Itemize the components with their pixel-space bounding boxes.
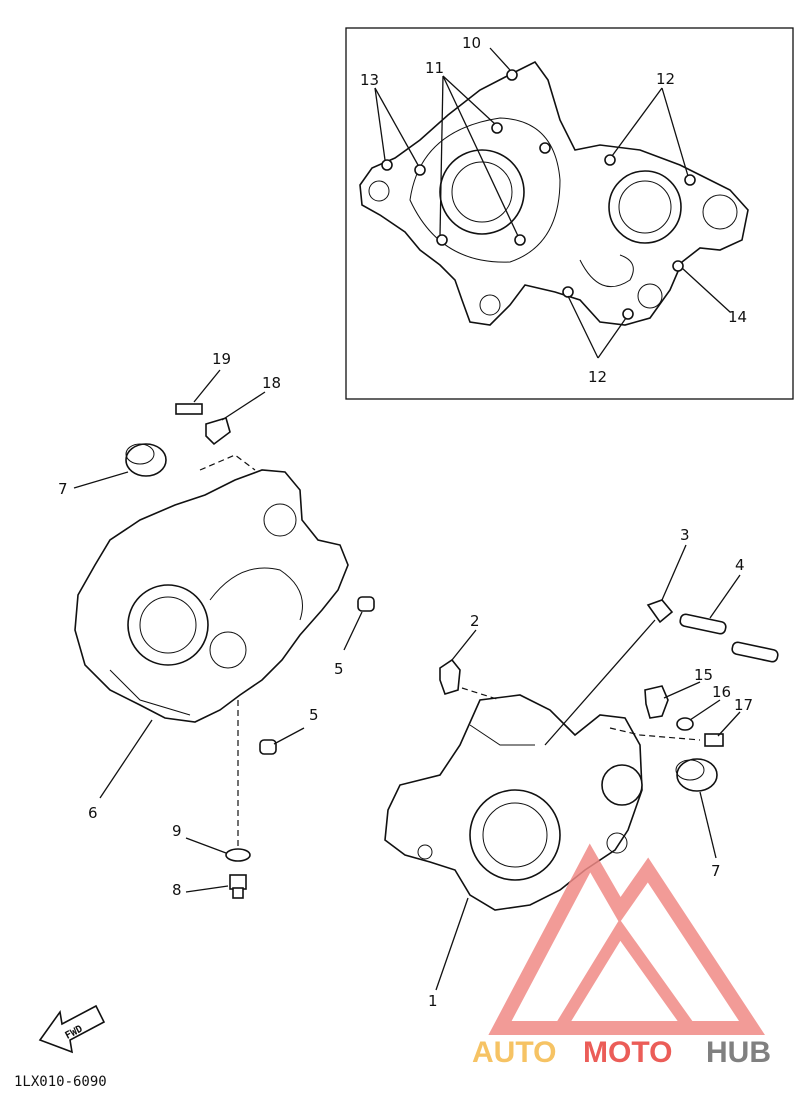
part-label-8: 8 [172,881,182,899]
inset-label-11: 11 [425,59,444,77]
inset-main-bearing-inner [451,161,513,223]
part-label-16: 16 [712,683,731,701]
hose-guide-line [544,619,656,746]
forward-arrow: FWD [38,1004,106,1054]
inset-label-13: 13 [360,71,379,89]
inset-crankcase-view: 10 11 12 13 14 12 [345,27,794,400]
automotohub-watermark: AUTO MOTO HUB [472,843,771,1069]
part-label-17: 17 [734,696,753,714]
part-label-5-lower: 5 [309,706,319,724]
fitting-3 [646,599,674,624]
right-case-bearing-inner [482,802,548,868]
plug-2 [439,658,461,695]
inset-left-hole [368,180,390,202]
dowel-pin-lower [259,739,277,755]
part-label-3: 3 [680,526,690,544]
inset-label-10: 10 [462,34,481,52]
part-label-18: 18 [262,374,281,392]
left-case-rib [109,669,191,716]
bolt-19 [175,403,203,415]
pipe-4-upper [679,613,727,635]
part-label-1: 1 [428,992,438,1010]
inset-frame [345,27,794,400]
part-label-6: 6 [88,804,98,822]
washer-9 [225,848,251,862]
right-case-secondary-bearing [601,764,643,806]
drain-bolt-8 [229,874,247,890]
right-case-boss [606,832,628,854]
left-case-upper-boss [263,503,297,537]
inset-secondary-bearing-outer [608,170,682,244]
inset-bottom-hole [479,294,501,316]
part-label-4: 4 [735,556,745,574]
clamp-guide-dashes [199,454,256,471]
dowel-pin-upper [357,596,375,612]
left-case-gasket-edge [209,567,303,621]
inset-small-bearing [637,283,663,309]
left-oil-seal [125,443,167,477]
bolt-17 [704,733,724,747]
part-label-19: 19 [212,350,231,368]
inset-label-12-top: 12 [656,70,675,88]
clamp-18 [205,417,231,446]
washer-16 [676,717,694,731]
left-case-bearing-inner [139,596,197,654]
left-crankcase [74,469,349,723]
right-case-rib [469,724,535,746]
inset-cavity [579,254,634,288]
inset-label-14: 14 [728,308,747,326]
right-leaders [435,544,741,991]
inset-secondary-bearing-inner [618,180,672,234]
right-oil-seal [676,758,718,792]
inset-bearing-housing [409,117,561,263]
left-crankcase-group: 19 18 7 5 5 6 9 8 [58,350,375,899]
inset-case-outline [359,60,749,326]
inset-screws [381,69,696,320]
watermark-text-auto: AUTO [472,1036,556,1069]
part-label-7-right: 7 [711,862,721,880]
watermark-logo-inner [549,919,702,1034]
watermark-text-moto: MOTO [583,1036,672,1069]
part-label-9: 9 [172,822,182,840]
clamp-15 [644,685,669,719]
watermark-text-hub: HUB [706,1036,771,1069]
plug-guide-dashes [461,687,501,701]
right-crankcase-group: 3 4 2 15 16 17 7 1 [384,526,779,1010]
inset-label-12-bottom: 12 [588,368,607,386]
part-label-2: 2 [470,612,480,630]
inset-leaders [374,47,731,359]
part-label-15: 15 [694,666,713,684]
part-label-5-upper: 5 [334,660,344,678]
part-label-7-left: 7 [58,480,68,498]
pipe-4-lower [731,641,779,663]
fwd-arrow-icon [38,1004,106,1054]
watermark-logo-triangle [488,843,765,1035]
left-leaders [73,369,363,893]
drawing-code: 1LX010-6090 [14,1074,107,1090]
inset-mount-hole [702,194,738,230]
left-case-lower-boss [209,631,247,669]
bolt-guide-dashes [609,727,701,741]
